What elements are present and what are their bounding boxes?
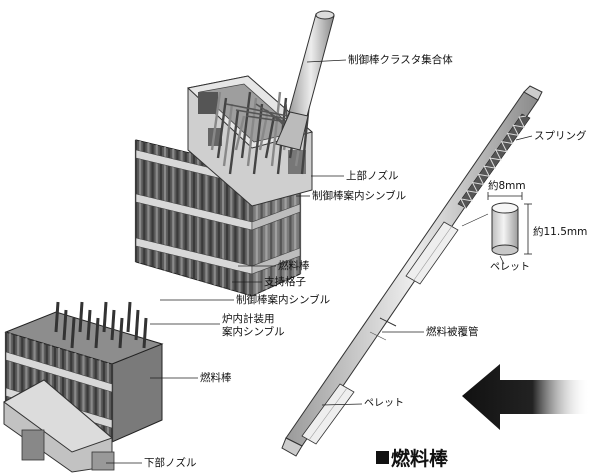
label-pellet-detail: ペレット [490,262,530,273]
guide-thimble-top [126,301,132,333]
bottom-nozzle-shape [3,379,115,473]
rcca-spider-vane [225,103,289,117]
title-square-icon [376,451,389,464]
guide-thimble-top [118,317,124,349]
label-cladding: 燃料被覆管 [426,326,479,338]
label-rcca: 制御棒クラスタ集合体 [348,54,453,66]
leader-lines [106,59,533,464]
rcca-rod [228,109,240,175]
label-incore-line1: 炉内計装用 [222,313,275,325]
rcca-rod [234,115,246,151]
label-diameter: 約8mm [488,180,526,192]
guide-thimble-top [134,309,140,341]
rcca-rod [252,103,264,175]
rcca-hub [275,10,335,151]
figure-title: 燃料棒 [376,444,448,471]
upper-assembly [134,10,335,297]
label-incore-line2: 案内シンブル [222,326,285,338]
guide-thimble-top [102,301,108,333]
upper-grid-band-side [251,203,301,231]
direction-arrow [462,364,590,430]
label-grid: 支持格子 [264,276,306,288]
pellet-detail [461,192,532,265]
label-top-nozzle: 上部ノズル [346,170,399,182]
label-fuel-rod-upper: 燃料棒 [278,260,310,272]
rcca-rod [216,97,228,159]
guide-thimble-tops [54,301,148,349]
label-guide-thimble-lower: 制御棒案内シンブル [236,294,331,306]
rcca-rod [222,103,234,167]
rcca-spider-vane [235,109,289,120]
guide-thimble-top [142,317,148,349]
label-guide-thimble-upper: 制御棒案内シンブル [312,190,407,202]
label-fuel-rod-lower: 燃料棒 [200,372,232,384]
figure-title-text: 燃料棒 [391,448,449,470]
guide-thimble-top [54,301,60,333]
label-height: 約11.5mm [533,226,588,238]
guide-thimble-top [70,317,76,349]
rcca-rod [210,91,222,151]
guide-thimble-top [110,309,116,341]
fuel-rod-cutaway [281,85,543,457]
guide-thimble-top [86,309,92,341]
lower-assembly [3,301,164,473]
upper-grid-band-side [251,247,301,275]
guide-thimble-top [78,301,84,333]
rcca-rod [258,109,270,151]
lower-grid-band [5,351,113,393]
lower-top-face [4,311,164,365]
rcca-rod [240,91,252,159]
label-bottom-nozzle: 下部ノズル [144,457,197,469]
label-spring: スプリング [534,130,587,142]
guide-thimble-top [62,309,68,341]
rcca-rod [264,115,276,159]
label-pellet-rod: ペレット [364,398,404,409]
guide-thimble-top [94,317,100,349]
rcca-rod [270,91,282,167]
spring-coil [457,113,531,210]
